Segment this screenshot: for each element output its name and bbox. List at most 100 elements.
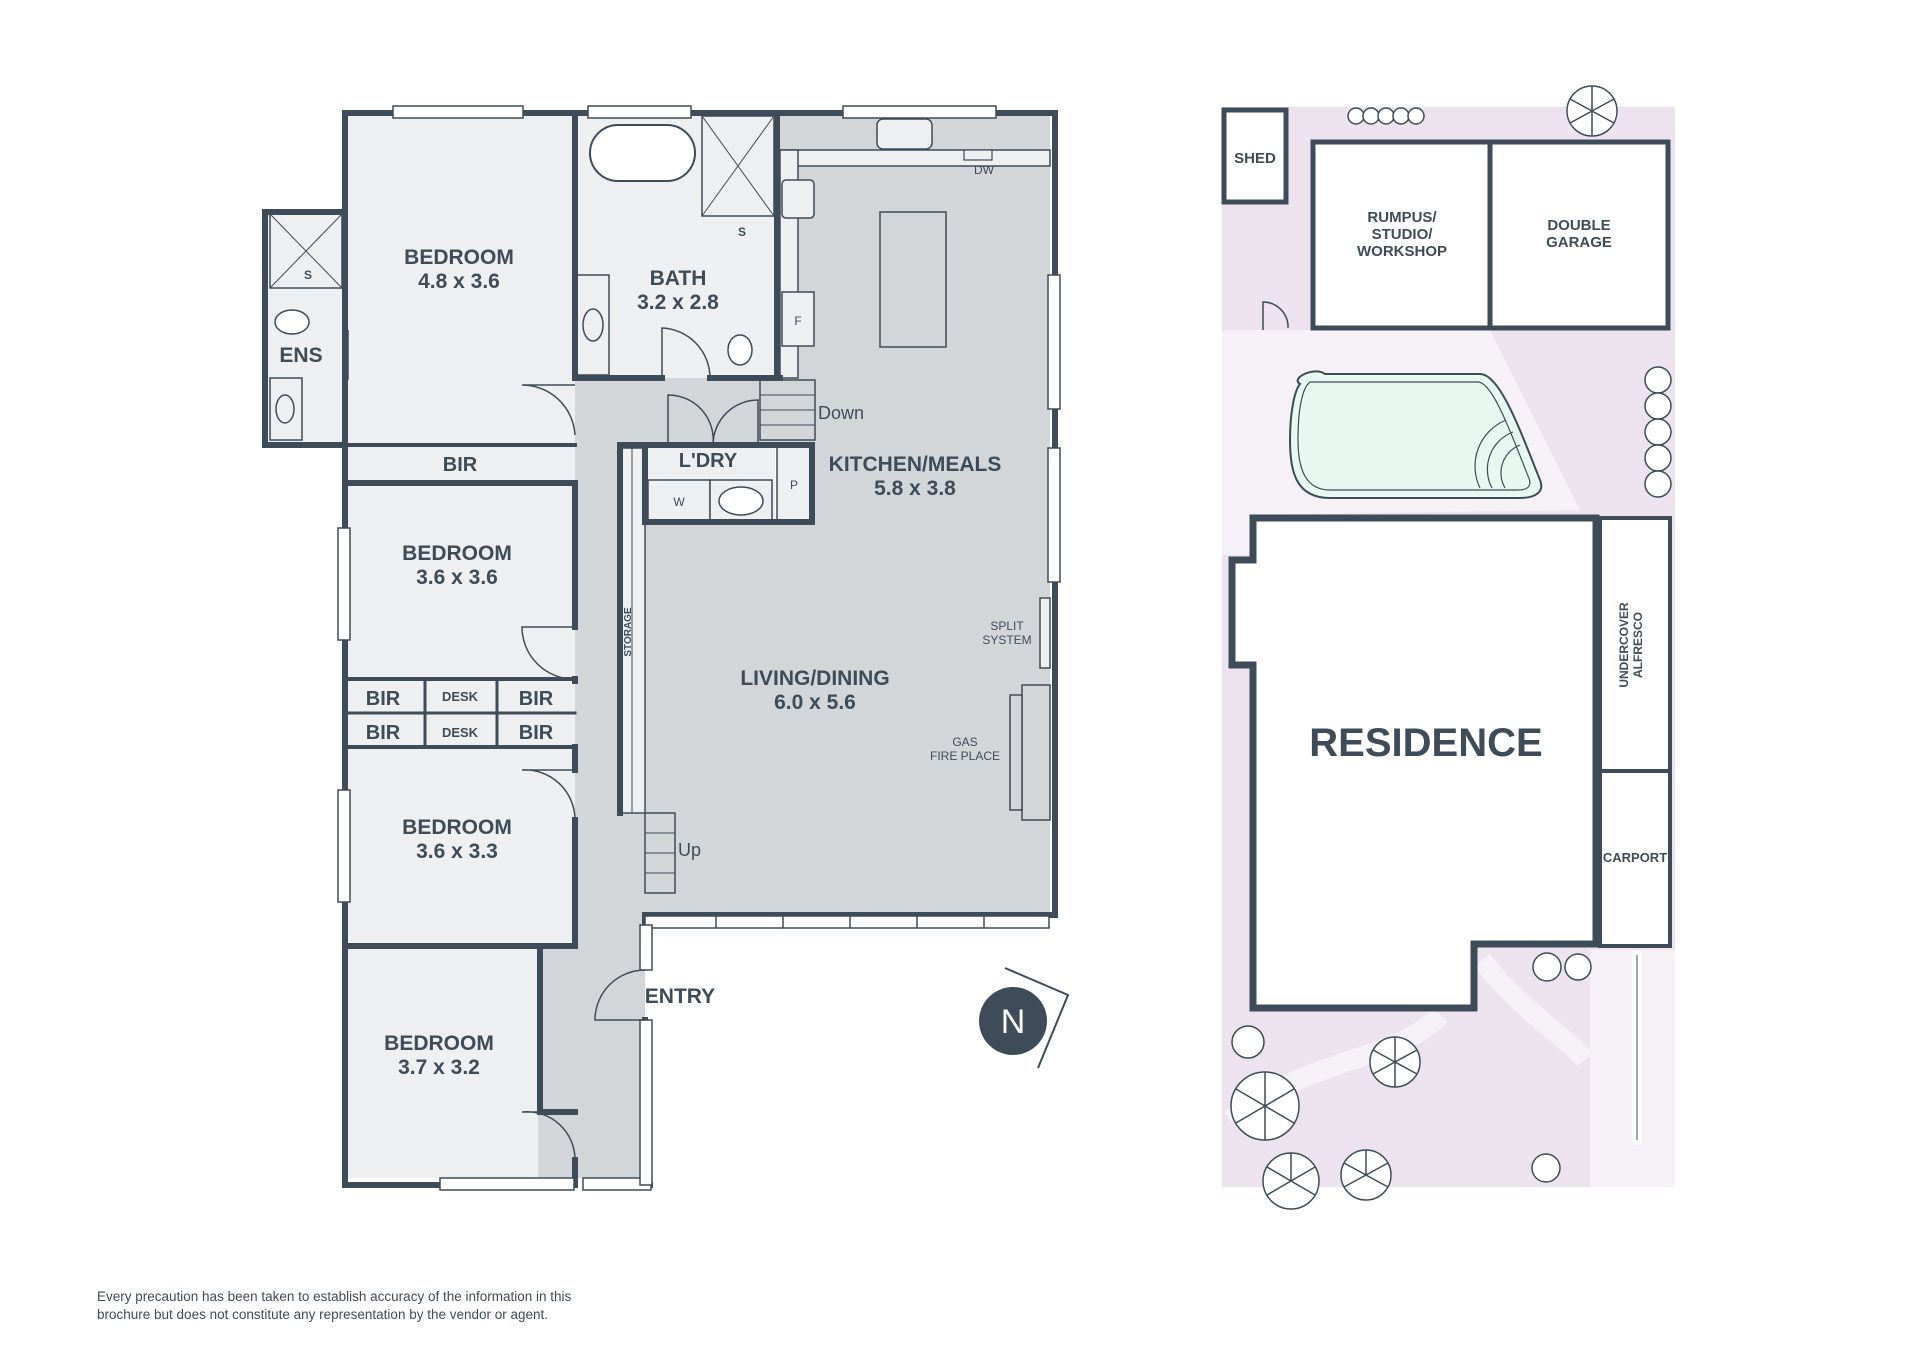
bedroom-3-floor bbox=[345, 747, 575, 946]
bath-toilet bbox=[727, 334, 753, 366]
disclaimer-line-1: Every precaution has been taken to estab… bbox=[97, 1289, 572, 1304]
split-system-label-1: SPLIT bbox=[990, 619, 1024, 633]
bir-c-label: BIR bbox=[366, 722, 401, 744]
shrub-icon bbox=[1347, 107, 1365, 125]
ensuite-name: ENS bbox=[279, 344, 322, 367]
shrub-icon bbox=[1231, 1025, 1265, 1059]
dishwasher bbox=[963, 149, 993, 161]
shrub-icon bbox=[1644, 470, 1672, 498]
desk-b-label: DESK bbox=[442, 725, 479, 740]
bedroom-1-name: BEDROOM bbox=[404, 246, 514, 269]
north-compass: N bbox=[979, 967, 1070, 1069]
bath-door bbox=[661, 327, 711, 379]
gas-fireplace bbox=[1021, 684, 1051, 821]
desk-a-label: DESK bbox=[442, 689, 479, 704]
shrub-icon bbox=[1564, 953, 1592, 981]
laundry-doors bbox=[667, 394, 759, 446]
fridge-label: F bbox=[794, 314, 801, 328]
garage-label-2: GARAGE bbox=[1546, 234, 1612, 251]
shrub-icon bbox=[1392, 107, 1410, 125]
stairs-up-label: Up bbox=[678, 840, 701, 860]
pantry-label: P bbox=[790, 478, 798, 492]
bedroom-1-door bbox=[521, 384, 576, 436]
laundry-label: L'DRY bbox=[679, 450, 738, 472]
bedroom-4-name: BEDROOM bbox=[384, 1032, 494, 1055]
bedroom-4-size: 3.7 x 3.2 bbox=[398, 1056, 480, 1079]
bath-vanity bbox=[576, 274, 610, 376]
floor-plan: N BEDROOM 4.8 x 3.6 BATH 3.2 x 2.8 ENS B… bbox=[262, 105, 1070, 1191]
washer-space bbox=[647, 479, 711, 523]
bedroom-1-floor bbox=[345, 113, 575, 445]
bedroom-1-size: 4.8 x 3.6 bbox=[418, 270, 500, 293]
shrub-icon bbox=[1407, 107, 1425, 125]
bedroom-4-door bbox=[521, 1110, 576, 1161]
fireplace-label-1: GAS bbox=[952, 735, 977, 749]
fridge-space bbox=[781, 291, 815, 347]
kitchen-sink bbox=[876, 118, 933, 150]
shrub-icon bbox=[1532, 952, 1562, 982]
bedroom-3-size: 3.6 x 3.3 bbox=[416, 840, 498, 863]
washer-label: W bbox=[673, 495, 685, 509]
living-kitchen-floor bbox=[645, 113, 1050, 912]
rumpus-label-1: RUMPUS/ bbox=[1367, 209, 1437, 226]
shed bbox=[1221, 107, 1289, 205]
kitchen-name: KITCHEN/MEALS bbox=[829, 453, 1002, 476]
dishwasher-label: DW bbox=[974, 163, 995, 177]
bir-b-label: BIR bbox=[519, 688, 554, 710]
hall-floor bbox=[538, 378, 777, 1178]
shrub-icon bbox=[1644, 444, 1672, 472]
residence-label: RESIDENCE bbox=[1309, 721, 1542, 765]
kitchen-bench bbox=[779, 149, 1051, 167]
stairs-down-label: Down bbox=[818, 403, 864, 423]
bathtub bbox=[589, 124, 696, 182]
entry-door bbox=[594, 969, 646, 1021]
bir-a-label: BIR bbox=[366, 688, 401, 710]
bedroom-4-floor bbox=[345, 946, 538, 1178]
landscaping bbox=[1230, 85, 1672, 1210]
ensuite-vanity bbox=[269, 377, 303, 441]
shed-label: SHED bbox=[1234, 150, 1276, 167]
rumpus-label-3: WORKSHOP bbox=[1357, 243, 1447, 260]
rumpus-door bbox=[1262, 301, 1289, 330]
storage-label: STORAGE bbox=[623, 607, 634, 657]
entry-label: ENTRY bbox=[645, 985, 715, 1008]
bir-d-label: BIR bbox=[519, 722, 554, 744]
fireplace-label-2: FIRE PLACE bbox=[930, 749, 1000, 763]
disclaimer: Every precaution has been taken to estab… bbox=[97, 1288, 717, 1324]
ensuite-shower-label: S bbox=[304, 268, 312, 282]
bath-size: 3.2 x 2.8 bbox=[637, 291, 719, 314]
bedroom-2-door bbox=[521, 626, 576, 680]
disclaimer-line-2: brochure but does not constitute any rep… bbox=[97, 1307, 549, 1322]
doors bbox=[347, 327, 759, 1161]
alfresco-label-2: ALFRESCO bbox=[1631, 612, 1645, 678]
shrub-icon bbox=[1531, 1153, 1561, 1183]
alfresco-label-1: UNDERCOVER bbox=[1617, 602, 1631, 688]
split-system-label-2: SYSTEM bbox=[982, 633, 1031, 647]
carport bbox=[1598, 769, 1672, 948]
bath-shower-label: S bbox=[738, 225, 746, 239]
residence bbox=[1228, 514, 1600, 1012]
rumpus-label-2: STUDIO/ bbox=[1372, 226, 1434, 243]
bedroom-2-name: BEDROOM bbox=[402, 542, 512, 565]
carport-label: CARPORT bbox=[1603, 850, 1667, 865]
kitchen-size: 5.8 x 3.8 bbox=[874, 477, 956, 500]
shrub-icon bbox=[1644, 366, 1672, 394]
shrub-icon bbox=[1644, 418, 1672, 446]
living-name: LIVING/DINING bbox=[740, 667, 889, 690]
shrub-icon bbox=[1377, 107, 1395, 125]
bedroom-2-floor bbox=[345, 483, 575, 679]
windows bbox=[337, 105, 1061, 1191]
bath-name: BATH bbox=[650, 267, 707, 290]
bir-label: BIR bbox=[443, 454, 478, 476]
cooktop bbox=[781, 179, 815, 219]
shrub-icon bbox=[1644, 392, 1672, 420]
site-plan: SHED RUMPUS/ STUDIO/ WORKSHOP DOUBLE GAR… bbox=[1221, 85, 1675, 1210]
bedroom-3-door bbox=[521, 769, 576, 821]
living-size: 6.0 x 5.6 bbox=[774, 691, 856, 714]
garage-label-1: DOUBLE bbox=[1547, 217, 1610, 234]
double-garage bbox=[1487, 139, 1671, 331]
ensuite-toilet bbox=[274, 309, 310, 335]
kitchen-island bbox=[879, 211, 947, 348]
split-system bbox=[1039, 597, 1051, 669]
bedroom-2-size: 3.6 x 3.6 bbox=[416, 566, 498, 589]
